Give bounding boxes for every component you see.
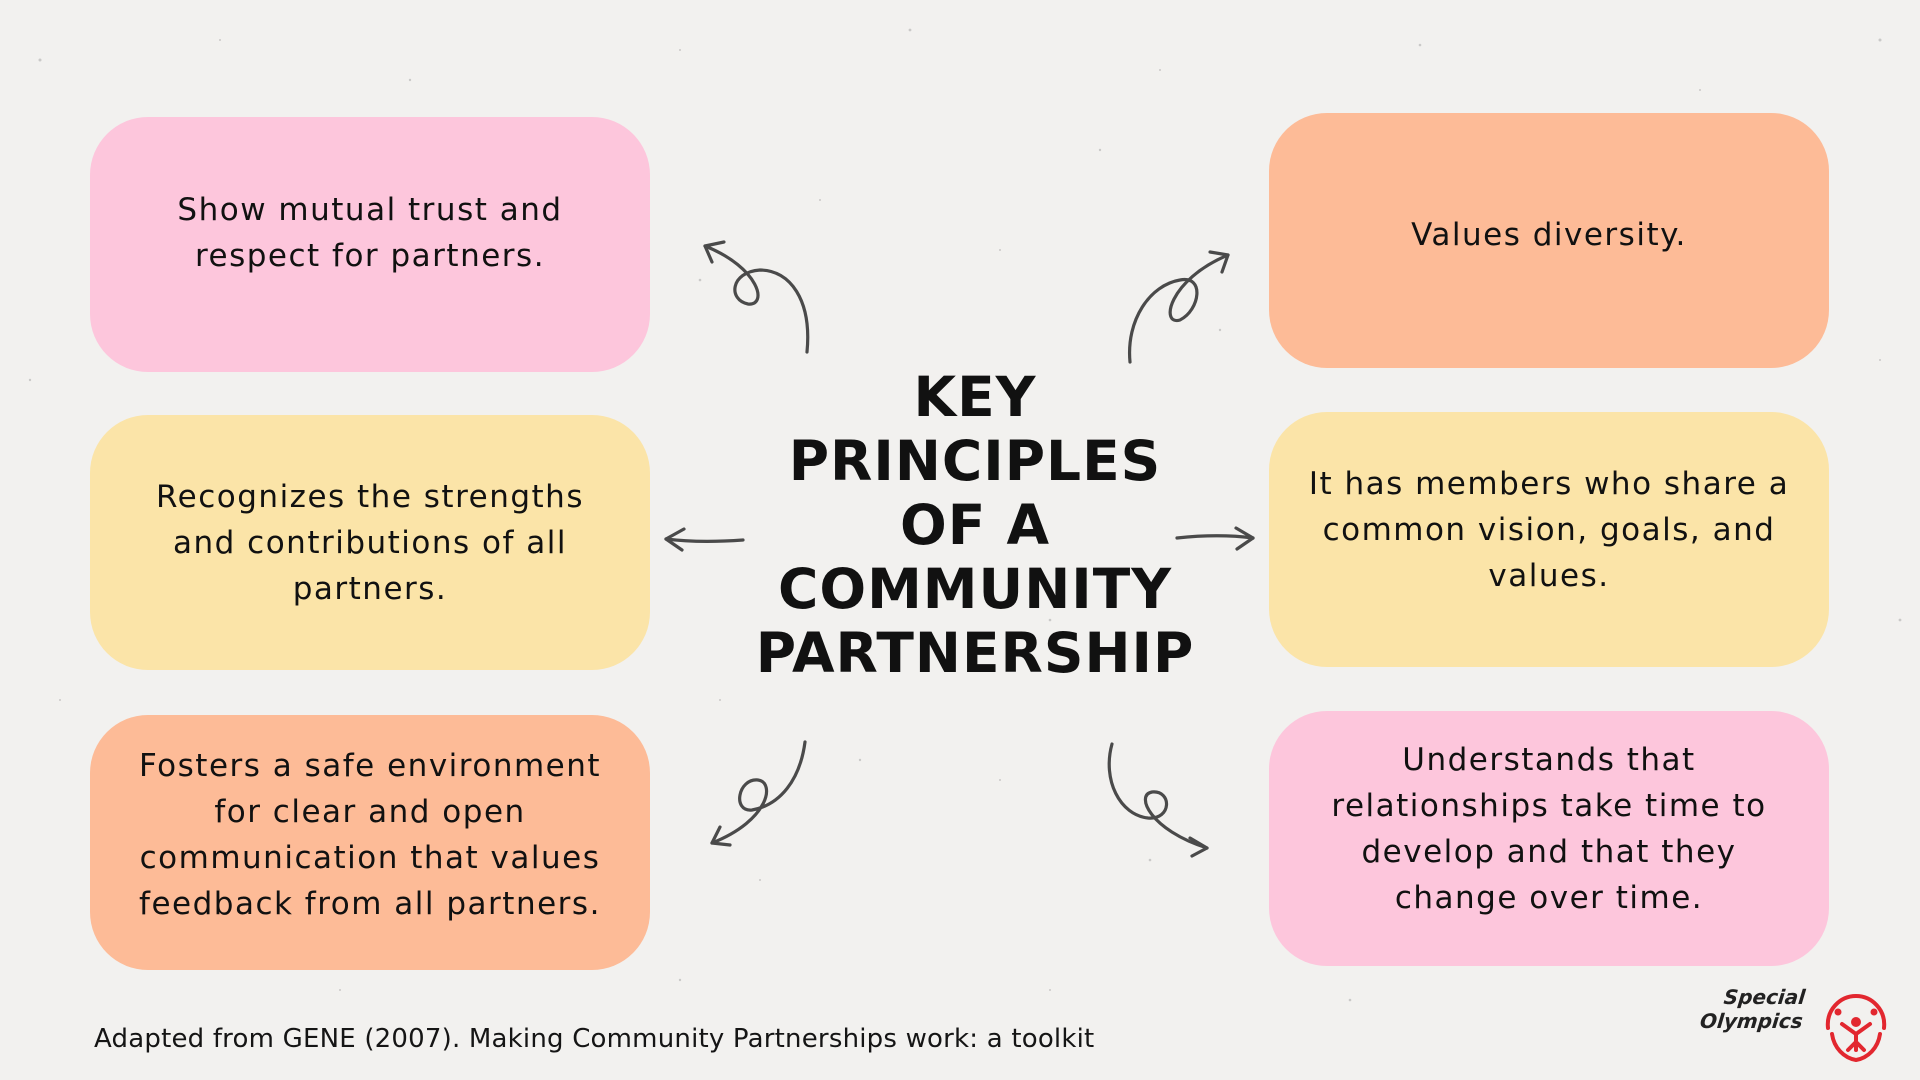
title-line: OF A: [899, 493, 1051, 557]
diagram-title: KEY PRINCIPLES OF A COMMUNITY PARTNERSHI…: [735, 365, 1215, 685]
title-line: PRINCIPLES: [788, 429, 1162, 493]
principle-text: Values diversity.: [1411, 216, 1687, 253]
logo-line-1: Special: [1722, 985, 1807, 1009]
principle-card-common-vision: It has members who share a common vision…: [1269, 412, 1829, 667]
special-olympics-logo: Special Olympics: [1677, 985, 1807, 1033]
principle-text: Show mutual trust and respect for partne…: [177, 191, 563, 274]
title-line: PARTNERSHIP: [755, 621, 1195, 685]
title-line: COMMUNITY: [777, 557, 1173, 621]
principle-text: Fosters a safe environment for clear and…: [138, 748, 602, 922]
curly-arrow-icon: [1107, 742, 1209, 858]
principle-text: Recognizes the strengths and contributio…: [156, 478, 584, 607]
curly-arrow-icon: [710, 740, 807, 847]
principle-text: Understands that relationships take time…: [1331, 741, 1767, 916]
principle-card-mutual-trust: Show mutual trust and respect for partne…: [90, 117, 650, 372]
principle-card-recognizes-strengths: Recognizes the strengths and contributio…: [90, 415, 650, 670]
title-line: KEY: [913, 365, 1037, 429]
principle-text: It has members who share a common vision…: [1308, 465, 1790, 594]
logo-line-2: Olympics: [1698, 1009, 1804, 1033]
straight-arrow-icon: [664, 527, 745, 552]
curly-arrow-icon: [1127, 250, 1230, 364]
curly-arrow-icon: [703, 240, 810, 354]
principle-card-values-diversity: Values diversity.: [1269, 113, 1829, 368]
source-citation: Adapted from GENE (2007). Making Communi…: [94, 1024, 1095, 1054]
principle-card-relationships-take-time: Understands that relationships take time…: [1269, 711, 1829, 966]
straight-arrow-icon: [1175, 526, 1255, 551]
special-olympics-logo-icon: [1825, 993, 1887, 1063]
principle-card-safe-environment: Fosters a safe environment for clear and…: [90, 715, 650, 970]
